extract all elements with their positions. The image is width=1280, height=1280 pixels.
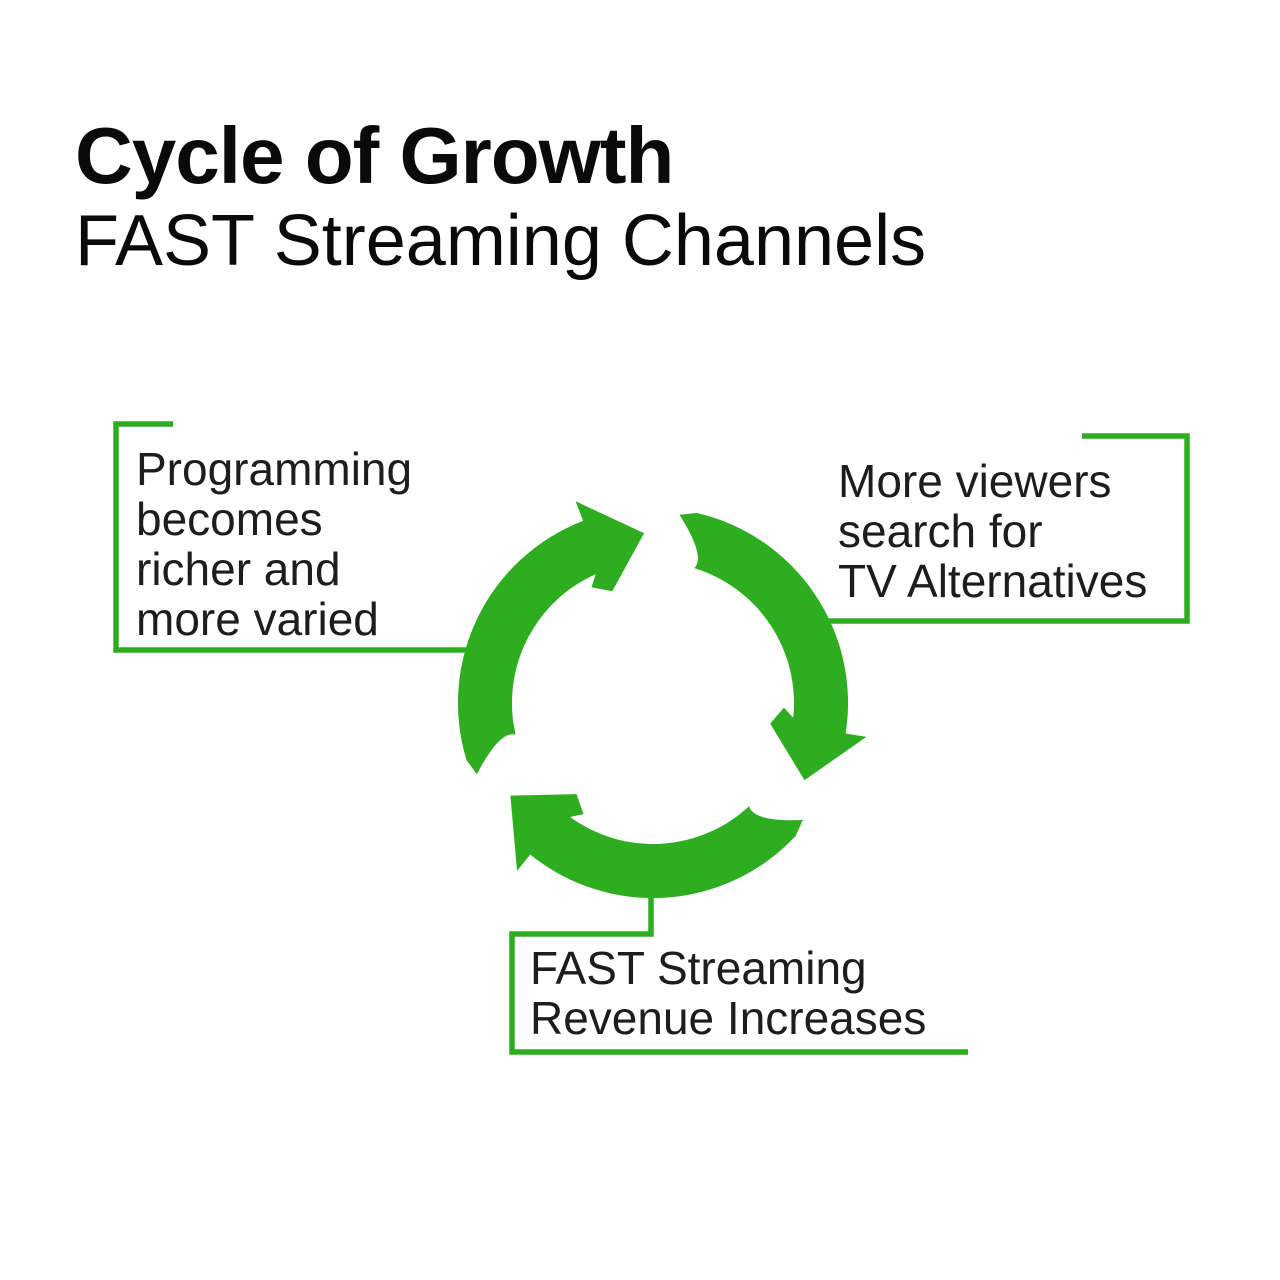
connector-bracket-right bbox=[815, 433, 1190, 624]
connector-bracket-left bbox=[113, 421, 480, 653]
title-block: Cycle of Growth FAST Streaming Channels bbox=[75, 111, 927, 281]
cycle-arrow-bottom bbox=[510, 794, 803, 899]
page-subtitle: FAST Streaming Channels bbox=[75, 201, 927, 281]
step-label-line: More viewers bbox=[838, 455, 1112, 507]
step-label-viewers: More viewers search for TV Alternatives bbox=[838, 456, 1147, 606]
cycle-arrow-right bbox=[679, 512, 867, 781]
step-label-revenue: FAST Streaming Revenue Increases bbox=[530, 943, 926, 1043]
step-label-line: TV Alternatives bbox=[838, 555, 1148, 607]
step-label-line: FAST Streaming bbox=[530, 942, 867, 994]
cycle-arrows-icon bbox=[457, 501, 867, 899]
step-label-line: Revenue Increases bbox=[530, 992, 927, 1044]
step-label-line: search for bbox=[838, 505, 1043, 557]
step-label-line: richer and bbox=[136, 543, 341, 595]
page-title: Cycle of Growth bbox=[75, 111, 674, 200]
step-label-line: Programming bbox=[136, 443, 413, 495]
step-label-programming: Programming becomes richer and more vari… bbox=[136, 444, 412, 644]
step-label-line: more varied bbox=[136, 593, 379, 645]
cycle-arrow-top bbox=[457, 501, 645, 775]
step-label-line: becomes bbox=[136, 493, 323, 545]
connector-bracket-bottom bbox=[509, 894, 968, 1055]
